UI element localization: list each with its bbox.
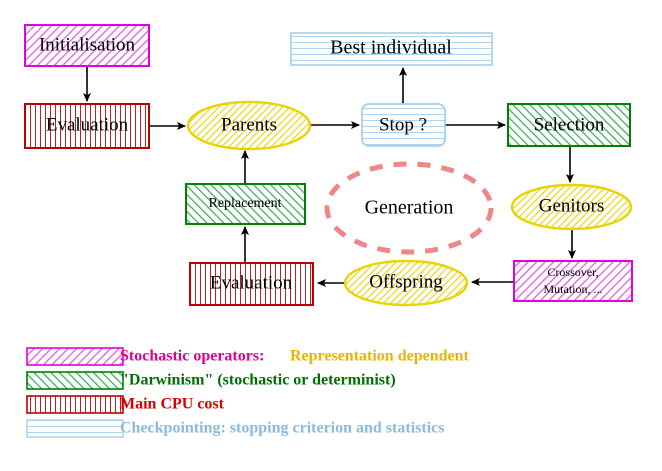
node-evaluation-bottom[interactable]: Evaluation: [189, 262, 314, 306]
node-genitors[interactable]: Genitors: [510, 183, 633, 231]
legend-label-checkpoint: Checkpointing: stopping criterion and st…: [120, 420, 444, 437]
selection-label: Selection: [534, 114, 605, 135]
legend-label-cpu: Main CPU cost: [120, 396, 225, 413]
replacement-box[interactable]: [185, 183, 306, 225]
stop-label: Stop ?: [379, 114, 427, 135]
legend-label-stochastic: Stochastic operators:: [120, 348, 264, 365]
parents-label: Parents: [221, 114, 277, 135]
node-parents[interactable]: Parents: [186, 100, 312, 151]
legend: Stochastic operators: Representation dep…: [26, 347, 469, 438]
legend-item-checkpoint: Checkpointing: stopping criterion and st…: [26, 419, 444, 438]
best-individual-box[interactable]: [290, 32, 493, 66]
evaluation-top-box[interactable]: [24, 103, 150, 149]
legend-swatch-cpu: [26, 395, 124, 414]
parents-ellipse[interactable]: [186, 100, 312, 151]
legend-item-cpu: Main CPU cost: [26, 395, 225, 414]
genitors-label: Genitors: [539, 195, 604, 216]
legend-label-representation: Representation dependent: [290, 348, 469, 365]
node-evaluation-top[interactable]: Evaluation: [24, 103, 150, 149]
node-stop[interactable]: Stop ?: [361, 103, 446, 147]
evaluation-top-label: Evaluation: [46, 114, 129, 135]
initialisation-box[interactable]: [24, 24, 150, 67]
replacement-label: Replacement: [208, 196, 281, 211]
crossover-label-line1: Crossover,: [547, 265, 598, 279]
node-offspring[interactable]: Offspring: [343, 259, 469, 307]
offspring-label: Offspring: [369, 271, 443, 292]
legend-swatch-darwinism: [26, 371, 124, 390]
node-best-individual[interactable]: Best individual: [290, 32, 493, 66]
offspring-ellipse[interactable]: [343, 259, 469, 307]
initialisation-label: Initialisation: [39, 34, 136, 55]
stop-box[interactable]: [361, 103, 446, 147]
evaluation-bottom-box[interactable]: [189, 262, 314, 306]
selection-box[interactable]: [507, 103, 631, 147]
node-initialisation[interactable]: Initialisation: [24, 24, 150, 67]
best-individual-label: Best individual: [330, 37, 452, 59]
crossover-box[interactable]: [513, 260, 633, 302]
generation-label: Generation: [365, 197, 454, 219]
edges-group: [83, 66, 576, 287]
legend-swatch-checkpoint: [26, 419, 124, 438]
evaluation-bottom-label: Evaluation: [210, 272, 293, 293]
generation-marker: Generation: [324, 161, 494, 255]
generation-ellipse: [324, 161, 494, 255]
node-selection[interactable]: Selection: [507, 103, 631, 147]
legend-item-darwinism: "Darwinism" (stochastic or determinist): [26, 371, 396, 390]
node-replacement[interactable]: Replacement: [185, 183, 306, 225]
legend-item-stochastic: Stochastic operators: Representation dep…: [26, 347, 469, 366]
legend-label-darwinism: "Darwinism" (stochastic or determinist): [120, 372, 396, 389]
crossover-label-line2: Mutation, ...: [544, 282, 603, 296]
legend-swatch-stochastic: [26, 347, 124, 366]
genitors-ellipse[interactable]: [510, 183, 633, 231]
node-crossover[interactable]: Crossover, Mutation, ...: [513, 260, 633, 302]
